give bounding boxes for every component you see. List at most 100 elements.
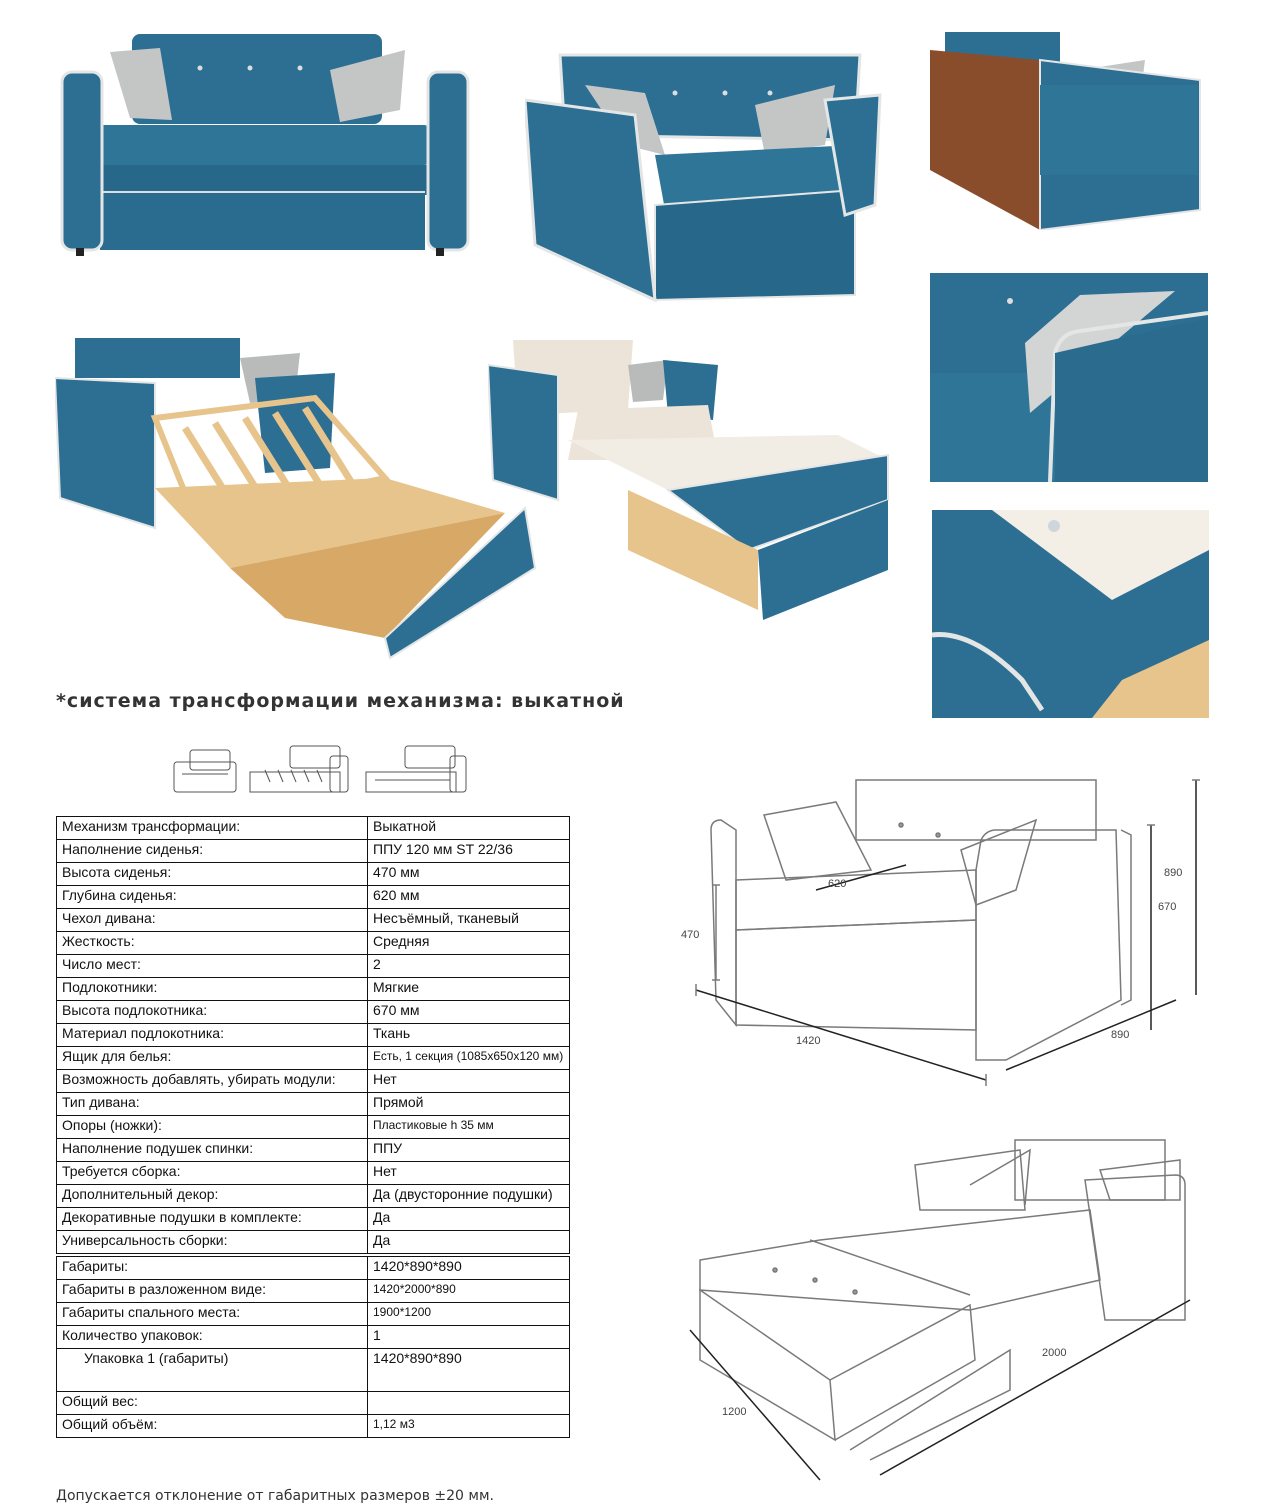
seat-depth-label: 620 [828,878,846,890]
spec-value: Средняя [367,931,570,955]
spec-row: Общий объём:1,12 м3 [56,1414,570,1438]
sofa-photo-angle [525,45,885,303]
spec-row: Опоры (ножки):Пластиковые h 35 мм [56,1115,570,1139]
mechanism-caption: *система трансформации механизма: выкатн… [56,690,625,712]
spec-row: Ящик для белья:Есть, 1 секция (1085x650x… [56,1046,570,1070]
sofa-photo-front [60,30,470,260]
spec-key: Упаковка 1 (габариты) [56,1348,368,1392]
spec-value: ППУ [367,1138,570,1162]
spec-value: Несъёмный, тканевый [367,908,570,932]
sofa-photo-slats [55,338,540,663]
spec-value: 1420*890*890 [367,1348,570,1392]
spec-value: 1420*890*890 [367,1256,570,1280]
spec-value: Выкатной [367,816,570,840]
spec-row: Число мест:2 [56,954,570,978]
spec-key: Число мест: [56,954,368,978]
spec-value [367,1391,570,1415]
spec-value: 620 мм [367,885,570,909]
spec-key: Механизм трансформации: [56,816,368,840]
spec-key: Габариты: [56,1256,368,1280]
spec-key: Общий объём: [56,1414,368,1438]
seat-height-label: 470 [681,929,699,941]
spec-value: 1 [367,1325,570,1349]
spec-value: Да [367,1207,570,1231]
sofa-folded-icon [173,749,237,793]
spec-key: Количество упаковок: [56,1325,368,1349]
spec-value: 470 мм [367,862,570,886]
spec-key: Ящик для белья: [56,1046,368,1070]
spec-row: Глубина сиденья:620 мм [56,885,570,909]
spec-row: Требуется сборка:Нет [56,1161,570,1185]
spec-value: 670 мм [367,1000,570,1024]
spec-key: Декоративные подушки в комплекте: [56,1207,368,1231]
spec-row: Общий вес: [56,1391,570,1415]
unfolded-width-label: 1200 [722,1406,746,1418]
spec-row: Высота сиденья:470 мм [56,862,570,886]
spec-value: Да (двусторонние подушки) [367,1184,570,1208]
spec-key: Жесткость: [56,931,368,955]
spec-key: Опоры (ножки): [56,1115,368,1139]
spec-value: Нет [367,1069,570,1093]
width-label: 1420 [796,1035,820,1047]
spec-row: Дополнительный декор:Да (двусторонние по… [56,1184,570,1208]
dimensions-diagram-unfolded: 1200 2000 [680,1130,1210,1490]
spec-row: Механизм трансформации:Выкатной [56,816,570,840]
sofa-photo-detail-mattress [932,510,1209,718]
spec-value: 1900*1200 [367,1302,570,1326]
spec-value: 1420*2000*890 [367,1279,570,1303]
spec-value: Ткань [367,1023,570,1047]
spec-row: Материал подлокотника:Ткань [56,1023,570,1047]
sofa-photo-detail-arm [930,273,1208,482]
spec-key: Универсальность сборки: [56,1230,368,1254]
sofa-slats-icon [249,745,349,793]
unfolded-length-label: 2000 [1042,1347,1066,1359]
spec-key: Общий вес: [56,1391,368,1415]
depth-label: 890 [1111,1029,1129,1041]
dimensions-diagram-folded: 470 620 1420 890 670 890 [676,770,1216,1100]
sofa-photo-bed [488,340,898,622]
spec-row: Чехол дивана:Несъёмный, тканевый [56,908,570,932]
spec-row: Возможность добавлять, убирать модули:Не… [56,1069,570,1093]
spec-key: Материал подлокотника: [56,1023,368,1047]
spec-key: Возможность добавлять, убирать модули: [56,1069,368,1093]
armrest-height-label: 670 [1158,901,1176,913]
sofa-photo-back [930,30,1205,230]
height-label: 890 [1164,867,1182,879]
spec-key: Тип дивана: [56,1092,368,1116]
spec-key: Габариты спального места: [56,1302,368,1326]
spec-row: Упаковка 1 (габариты)1420*890*890 [56,1348,570,1392]
spec-key: Требуется сборка: [56,1161,368,1185]
spec-key: Габариты в разложенном виде: [56,1279,368,1303]
spec-key: Высота сиденья: [56,862,368,886]
spec-key: Наполнение подушек спинки: [56,1138,368,1162]
spec-value: Пластиковые h 35 мм [367,1115,570,1139]
spec-value: Нет [367,1161,570,1185]
spec-row: Универсальность сборки:Да [56,1230,570,1254]
spec-row: Тип дивана:Прямой [56,1092,570,1116]
spec-row: Количество упаковок:1 [56,1325,570,1349]
spec-value: ППУ 120 мм ST 22/36 [367,839,570,863]
tolerance-note: Допускается отклонение от габаритных раз… [56,1488,494,1504]
sofa-bed-icon [365,745,467,793]
spec-value: Прямой [367,1092,570,1116]
spec-key: Дополнительный декор: [56,1184,368,1208]
spec-key: Глубина сиденья: [56,885,368,909]
transformation-icons [170,742,470,802]
spec-row: Подлокотники:Мягкие [56,977,570,1001]
spec-value: 2 [367,954,570,978]
spec-value: Есть, 1 секция (1085x650x120 мм) [367,1046,570,1070]
spec-row: Жесткость:Средняя [56,931,570,955]
spec-key: Высота подлокотника: [56,1000,368,1024]
spec-value: Мягкие [367,977,570,1001]
spec-row: Наполнение сиденья:ППУ 120 мм ST 22/36 [56,839,570,863]
spec-key: Чехол дивана: [56,908,368,932]
spec-row: Высота подлокотника:670 мм [56,1000,570,1024]
spec-row: Габариты:1420*890*890 [56,1256,570,1280]
spec-row: Наполнение подушек спинки:ППУ [56,1138,570,1162]
spec-row: Декоративные подушки в комплекте:Да [56,1207,570,1231]
spec-key: Подлокотники: [56,977,368,1001]
spec-key: Наполнение сиденья: [56,839,368,863]
spec-value: 1,12 м3 [367,1414,570,1438]
spec-value: Да [367,1230,570,1254]
